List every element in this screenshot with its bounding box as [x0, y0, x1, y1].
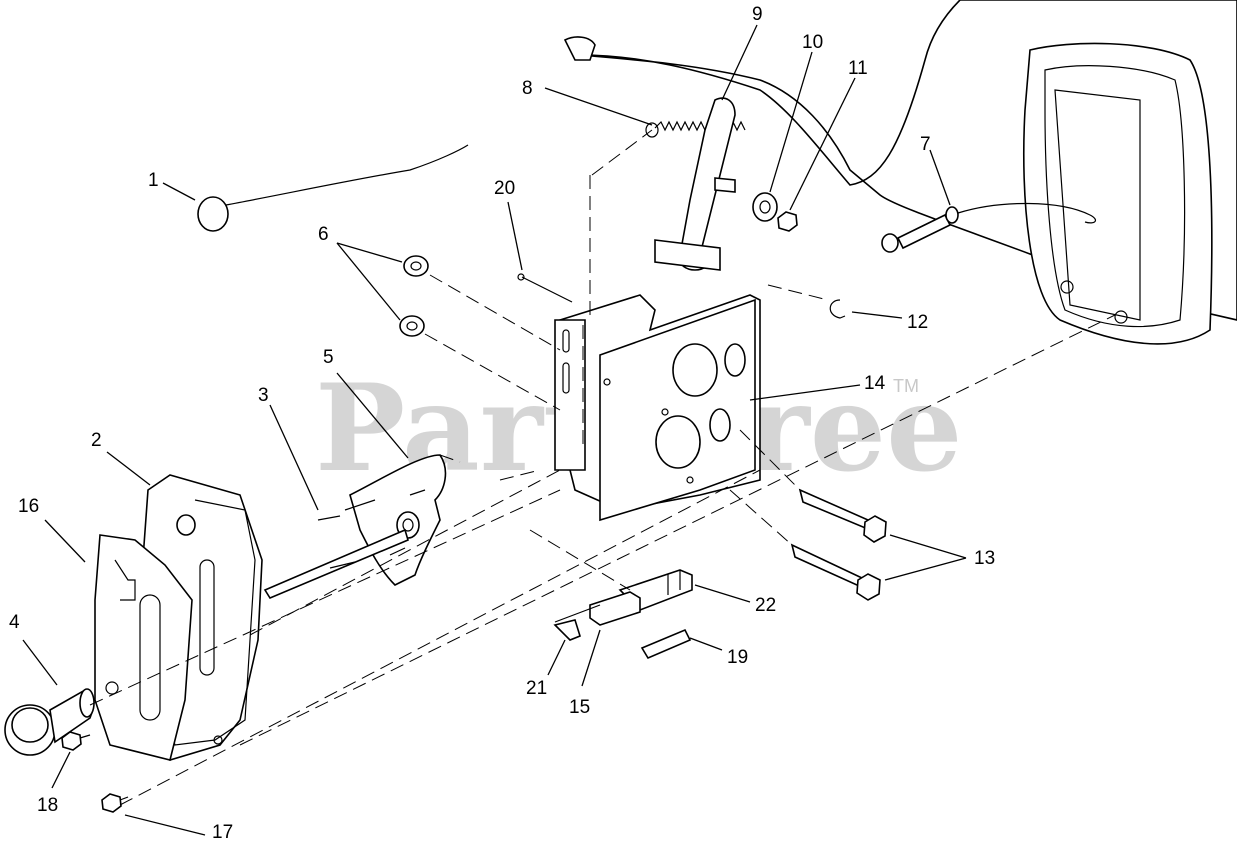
part-9-lever-arm [654, 97, 736, 271]
callout-12: 12 [907, 312, 928, 333]
callout-6: 6 [318, 224, 329, 245]
callout-10: 10 [802, 32, 823, 53]
callout-16: 16 [18, 496, 39, 517]
part-11-nut [777, 211, 798, 232]
callout-19: 19 [727, 647, 748, 668]
part-16-backing-plate [94, 534, 193, 761]
leader-lines [22, 24, 967, 836]
part-5-cam-bracket [263, 454, 447, 600]
part-12-clip [829, 299, 846, 319]
part-7-cable [881, 202, 1097, 253]
callout-2: 2 [91, 430, 102, 451]
callout-1: 1 [148, 170, 159, 191]
callout-4: 4 [9, 612, 20, 633]
callout-21: 21 [526, 678, 547, 699]
part-3-pins [317, 515, 356, 569]
callout-15: 15 [569, 697, 590, 718]
callout-18: 18 [37, 795, 58, 816]
callout-14: 14 [864, 373, 886, 394]
part-21-clip [553, 619, 581, 641]
callout-5: 5 [323, 347, 334, 368]
assembly-lines [89, 129, 1116, 806]
part-18-bolt [61, 731, 91, 751]
fender-body [563, 0, 1237, 345]
callout-3: 3 [258, 385, 269, 406]
part-14-panel [554, 294, 761, 522]
part-19-plate [640, 628, 692, 660]
callout-7: 7 [920, 134, 931, 155]
callout-17: 17 [212, 822, 233, 843]
callouts: 1 2 3 4 5 6 7 8 9 10 11 12 13 14 15 16 1… [9, 4, 995, 843]
callout-11: 11 [848, 58, 868, 79]
part-10-washer [752, 192, 778, 222]
part-4-lever-knob [4, 688, 95, 756]
callout-22: 22 [755, 595, 776, 616]
part-17-bolt [101, 793, 129, 813]
watermark-tm: TM [893, 376, 919, 396]
callout-8: 8 [522, 78, 533, 99]
callout-20: 20 [494, 178, 515, 199]
part-13-bolts [790, 488, 887, 601]
part-15-switch [554, 591, 641, 626]
callout-13: 13 [974, 548, 995, 569]
part-6-spacers [399, 255, 429, 337]
part-20-pin [517, 273, 573, 303]
part-1-choke-knob [197, 144, 469, 232]
callout-9: 9 [752, 4, 763, 25]
